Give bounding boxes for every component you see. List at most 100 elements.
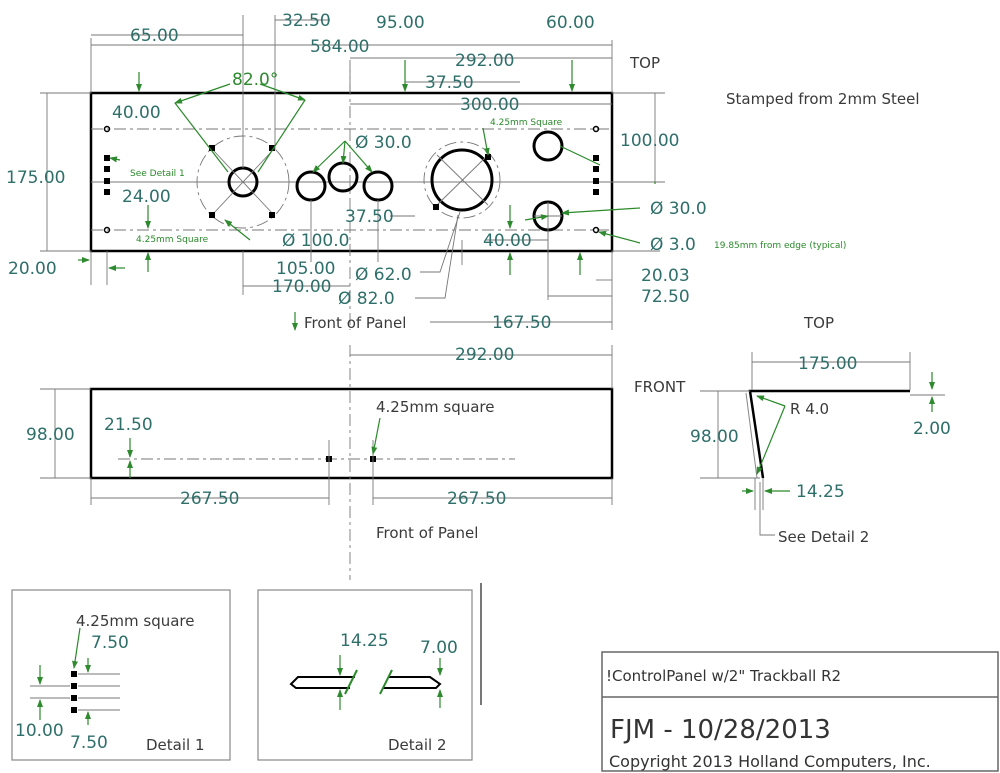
square-hole	[71, 671, 77, 677]
dim-dia-30-right: Ø 30.0	[650, 199, 707, 219]
dim-dia-82: Ø 82.0	[338, 289, 395, 309]
detail-1-square-note: 4.25mm square	[76, 612, 195, 630]
copyright: Copyright 2013 Holland Computers, Inc.	[609, 752, 931, 771]
square-note-bottom: 4.25mm Square	[136, 235, 209, 245]
dim-dia-100: Ø 100.0	[282, 231, 349, 251]
square-hole	[485, 154, 491, 160]
title-block: !ControlPanel w/2" Trackball R2 FJM - 10…	[601, 651, 999, 772]
front-of-panel-top: Front of Panel	[304, 314, 406, 332]
dim-175-top: 175.00	[6, 168, 65, 188]
front-of-panel-bottom: Front of Panel	[376, 524, 478, 542]
dim-95: 95.00	[376, 13, 425, 33]
square-hole	[104, 155, 110, 161]
dim-40-bottom: 40.00	[483, 231, 532, 251]
detail-2-label: Detail 2	[388, 736, 447, 754]
button-hole-1	[295, 170, 327, 202]
dim-105: 105.00	[276, 259, 335, 279]
dim-72-50: 72.50	[641, 287, 690, 307]
angle-82: 82.0°	[232, 70, 278, 90]
button-hole-2	[327, 161, 359, 193]
detail-2-dim-14-25: 14.25	[340, 631, 389, 651]
square-hole	[209, 212, 215, 218]
dim-20-03: 20.03	[641, 266, 690, 286]
top-panel-outline	[89, 91, 614, 253]
square-hole	[104, 189, 110, 195]
edge-note: 19.85mm from edge (typical)	[714, 241, 846, 251]
stamped-note: Stamped from 2mm Steel	[726, 90, 919, 108]
square-hole	[269, 145, 275, 151]
square-hole	[104, 166, 110, 172]
square-hole	[71, 695, 77, 701]
top-label: TOP	[629, 54, 660, 72]
top-view: 65.00 32.50 584.00 95.00 60.00 292.00 37…	[6, 11, 919, 333]
dim-167-50: 167.50	[492, 313, 551, 333]
front-dim-267-50-right: 267.50	[447, 489, 506, 509]
edge-hole	[103, 226, 111, 234]
front-dim-292: 292.00	[455, 345, 514, 365]
square-hole	[71, 683, 77, 689]
dim-37-50-bottom: 37.50	[345, 207, 394, 227]
trackball-cross-2	[212, 149, 274, 215]
detail-2: 14.25 7.00 Detail 2	[257, 583, 482, 761]
front-view: 292.00 98.00 21.50 267.50 267.50 4.25mm …	[26, 345, 614, 580]
dim-292-top: 292.00	[455, 51, 514, 71]
button-hole-3	[362, 170, 394, 202]
dim-20: 20.00	[8, 259, 57, 279]
detail-2-dim-7: 7.00	[420, 638, 458, 658]
front-square-note: 4.25mm square	[376, 398, 495, 416]
dim-32-50: 32.50	[282, 11, 331, 31]
square-note-top: 4.25mm Square	[490, 118, 563, 128]
front-panel-outline	[89, 387, 614, 480]
large-hole-cross-2	[436, 154, 489, 206]
dim-dia-30-mid: Ø 30.0	[355, 133, 412, 153]
drawing-name: !ControlPanel w/2" Trackball R2	[606, 667, 841, 685]
detail-1-dim-10: 10.00	[15, 721, 64, 741]
square-hole	[593, 155, 599, 161]
edge-hole	[592, 125, 600, 133]
detail-1-label: Detail 1	[146, 736, 205, 754]
large-hole-outer	[423, 141, 501, 219]
edge-hole	[103, 125, 111, 133]
dim-37-50-top: 37.50	[425, 73, 474, 93]
detail-2-box	[257, 589, 473, 761]
see-detail-2-note: See Detail 2	[778, 528, 869, 546]
detail-1-box	[11, 589, 231, 761]
side-top-label: TOP	[803, 314, 834, 332]
dim-dia-62: Ø 62.0	[355, 265, 412, 285]
title-block-frame	[601, 651, 999, 772]
square-hole	[104, 178, 110, 184]
front-dim-98: 98.00	[26, 425, 75, 445]
dim-60: 60.00	[546, 13, 595, 33]
edge-hole	[592, 226, 600, 234]
square-hole	[593, 166, 599, 172]
see-detail-1-note: See Detail 1	[130, 169, 185, 179]
side-dim-14-25: 14.25	[796, 482, 845, 502]
side-profile	[748, 389, 910, 479]
detail-1-dim-7-50-top: 7.50	[91, 633, 129, 653]
dim-dia-3: Ø 3.0	[650, 235, 696, 255]
detail-1: 4.25mm square 7.50 10.00 7.50 Detail 1	[11, 589, 231, 761]
side-radius: R 4.0	[790, 400, 829, 418]
side-dim-175: 175.00	[798, 354, 857, 374]
square-hole	[593, 178, 599, 184]
side-view: TOP FRONT 175.00 98.00 2.00 R 4.0 14.25 …	[634, 314, 951, 546]
author-date: FJM - 10/28/2013	[610, 715, 831, 745]
side-dim-2: 2.00	[913, 419, 951, 439]
detail-1-dim-7-50-bottom: 7.50	[70, 733, 108, 753]
side-dim-98: 98.00	[690, 427, 739, 447]
dim-24: 24.00	[122, 187, 171, 207]
dim-584: 584.00	[310, 37, 369, 57]
square-hole	[269, 212, 275, 218]
dim-170: 170.00	[272, 277, 331, 297]
dim-300: 300.00	[460, 95, 519, 115]
dim-65: 65.00	[130, 26, 179, 46]
large-hole	[430, 148, 494, 212]
right-hole-top	[532, 130, 564, 162]
square-hole	[71, 707, 77, 713]
front-dim-21-50: 21.50	[104, 415, 153, 435]
side-front-label: FRONT	[634, 378, 686, 396]
square-hole	[209, 145, 215, 151]
square-hole	[593, 189, 599, 195]
dim-100-right: 100.00	[620, 131, 679, 151]
